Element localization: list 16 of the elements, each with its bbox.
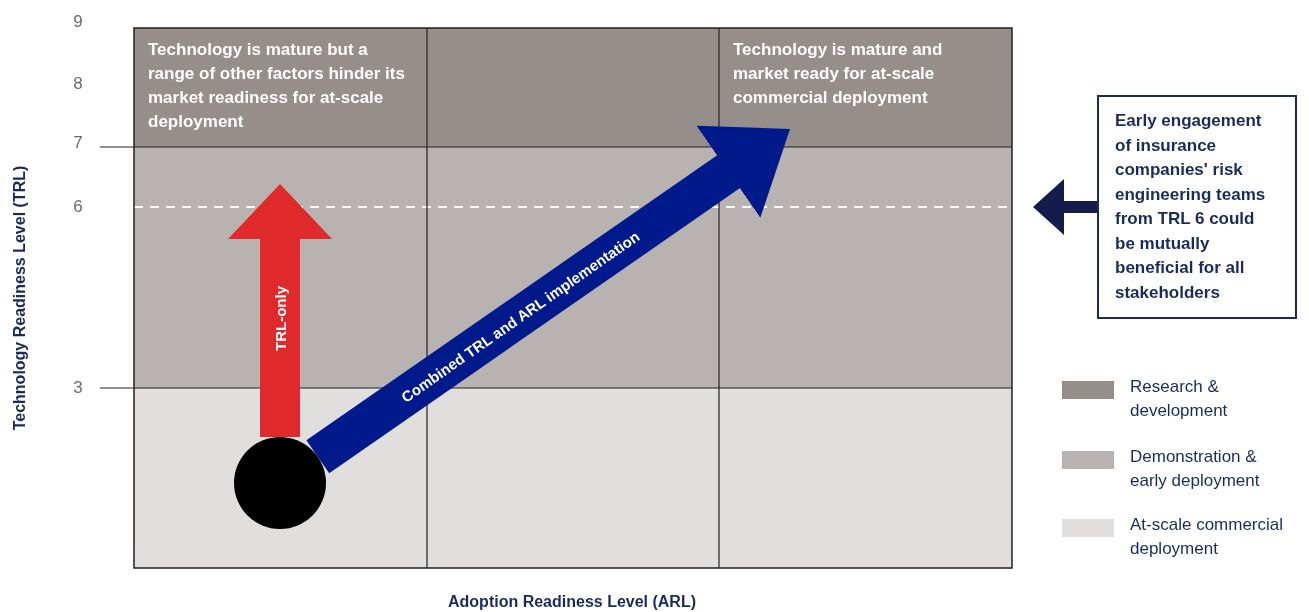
legend-label: At-scale commercial deployment xyxy=(1130,514,1285,560)
legend-label: Research & development xyxy=(1130,376,1229,422)
axis-tick-label: 9 xyxy=(72,12,84,32)
zone-description: Technology is mature but a range of other factors hinder its market readiness for at-scale deployment xyxy=(148,38,410,134)
axis-tick-label: 8 xyxy=(72,74,84,94)
edge-label: TRL-only xyxy=(271,285,289,351)
axis-tick-label: 7 xyxy=(72,133,84,153)
callout-box: Early engagement of insurance companies' risk engineering teams from TRL 6 could be mutually beneficial for all stakeholders xyxy=(1097,95,1297,319)
axis-tick-label: 3 xyxy=(72,378,84,398)
axis-title: Technology Readiness Level (TRL) xyxy=(10,165,29,431)
axis-tick-label: 6 xyxy=(72,197,84,217)
arrow xyxy=(1033,179,1097,235)
legend-label: Demonstration & early deployment xyxy=(1130,446,1261,492)
arrow xyxy=(228,184,332,437)
axis-title: Adoption Readiness Level (ARL) xyxy=(448,593,697,611)
zone-description: Technology is mature and market ready for at-scale commercial deployment xyxy=(733,38,973,110)
